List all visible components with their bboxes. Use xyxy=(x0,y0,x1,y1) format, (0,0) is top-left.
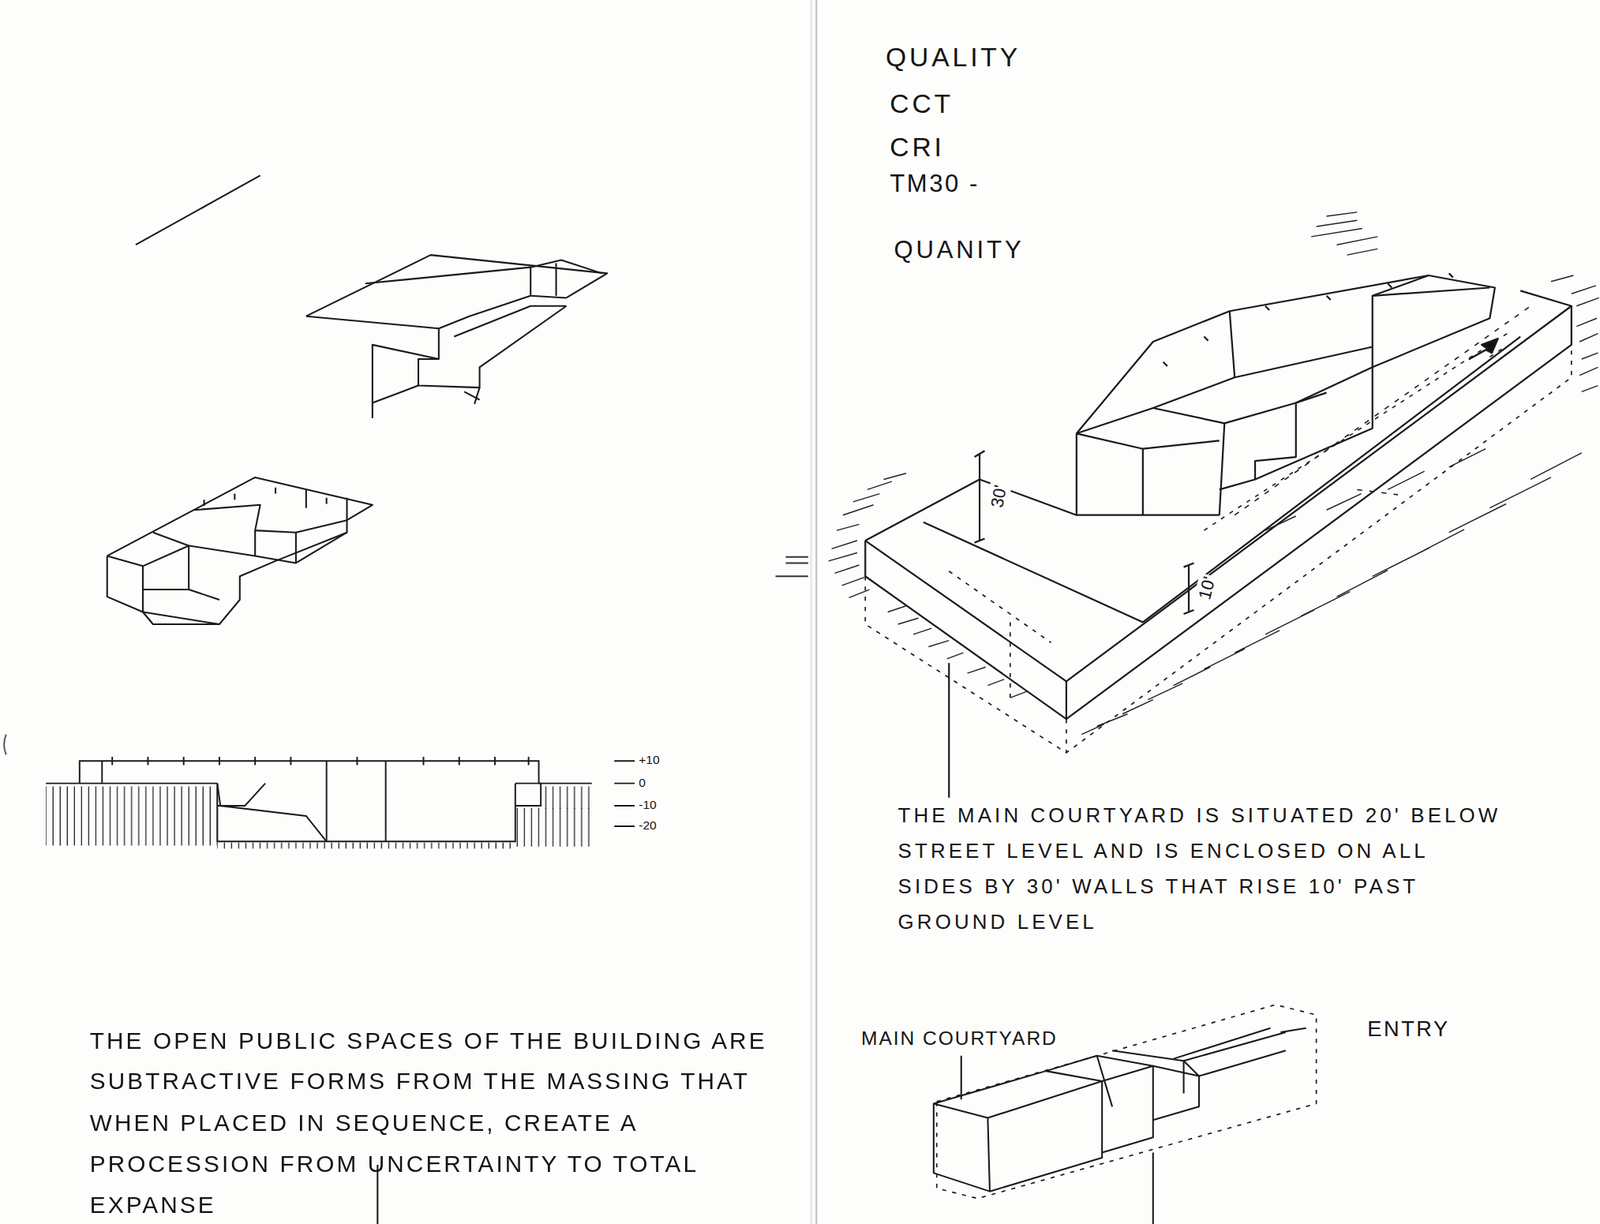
courtyard-axonometric-stroke xyxy=(1076,275,1429,434)
courtyard-axonometric-stroke xyxy=(948,663,950,799)
ground-hatching-stroke xyxy=(1311,212,1378,255)
massing-sketch-middle-stroke xyxy=(107,477,373,557)
courtyard-axonometric-stroke xyxy=(1469,338,1499,360)
level-label: -10 xyxy=(638,798,656,814)
courtyard-axonometric-stroke xyxy=(1065,681,1068,720)
ground-hatching-stroke xyxy=(888,606,1027,698)
massing-sketch-top-stroke xyxy=(306,306,567,388)
massing-sketch-middle-stroke xyxy=(107,555,143,612)
courtyard-diagram-small-stroke xyxy=(1045,1056,1154,1154)
note-word: QUALITY xyxy=(885,41,1021,75)
dimension-label: 30' xyxy=(985,481,1012,512)
courtyard-axonometric-stroke xyxy=(1163,273,1454,367)
ground-hatching-stroke xyxy=(1551,275,1600,392)
courtyard-axonometric-stroke xyxy=(974,450,986,543)
ground-hatching-stroke xyxy=(1081,453,1582,735)
note-word: TM30 - xyxy=(889,168,980,199)
site-section-stroke xyxy=(217,783,515,843)
description-note: THE OPEN PUBLIC SPACES OF THE BUILDING A… xyxy=(89,1020,805,1224)
courtyard-axonometric-stroke xyxy=(1203,331,1511,531)
site-section-stroke xyxy=(540,786,593,810)
site-section-stroke xyxy=(614,760,635,827)
site-section-stroke xyxy=(326,760,386,842)
massing-sketch-top xyxy=(135,175,608,419)
notebook-gutter-stroke xyxy=(815,0,817,1224)
callout-label: MAIN COURTYARD xyxy=(858,1026,1060,1051)
massing-sketch-top-stroke xyxy=(464,387,480,405)
courtyard-diagram-small-stroke xyxy=(1097,1056,1154,1108)
ground-hatching-stroke xyxy=(1265,449,1486,531)
courtyard-diagram-small-stroke xyxy=(933,1071,1102,1192)
courtyard-axonometric-stroke xyxy=(1234,306,1531,516)
level-label: -20 xyxy=(638,818,656,834)
level-label: +10 xyxy=(638,753,660,769)
massing-sketch-middle-stroke xyxy=(295,532,297,564)
site-section-stroke xyxy=(217,783,326,843)
massing-sketch-top-stroke xyxy=(365,267,567,299)
site-section xyxy=(45,756,635,849)
courtyard-diagram-small-stroke xyxy=(961,1028,1307,1224)
massing-sketch-middle-stroke xyxy=(107,498,348,625)
site-section-stroke xyxy=(112,756,529,765)
massing-sketch-middle-stroke xyxy=(254,532,347,564)
massing-sketch-middle-stroke xyxy=(142,589,220,600)
massing-sketch-top-stroke xyxy=(555,262,558,296)
site-section-stroke xyxy=(515,783,541,806)
courtyard-diagram-small-stroke xyxy=(1173,1028,1286,1077)
massing-sketch-top-stroke xyxy=(306,254,608,317)
courtyard-axonometric-stroke xyxy=(1219,403,1297,491)
massing-sketch-top-stroke xyxy=(530,260,602,274)
site-section-stroke xyxy=(45,786,218,847)
courtyard-axonometric-stroke xyxy=(1142,449,1144,516)
courtyard-axonometric-stroke xyxy=(865,306,1572,720)
ground-hatching-stroke xyxy=(828,473,907,599)
massing-sketch-middle-stroke xyxy=(187,545,190,590)
notebook-gutter-stroke xyxy=(3,734,7,756)
notebook-gutter-stroke xyxy=(775,557,808,578)
ground-hatching xyxy=(828,212,1600,735)
massing-sketch-top-stroke xyxy=(453,306,566,338)
courtyard-diagram-small-stroke xyxy=(933,1081,1102,1192)
courtyard-axonometric-stroke xyxy=(865,344,1572,754)
note-word: QUANITY xyxy=(893,234,1024,266)
massing-sketch-middle-stroke xyxy=(153,532,189,547)
courtyard-axonometric-stroke xyxy=(1255,367,1373,480)
massing-sketch-top-stroke xyxy=(372,385,419,404)
site-section-stroke xyxy=(217,843,515,850)
courtyard-axonometric-stroke xyxy=(1296,287,1491,403)
massing-sketch-middle-stroke xyxy=(142,489,307,625)
description-note: THE MAIN COURTYARD IS SITUATED 20' BELOW… xyxy=(898,798,1511,941)
massing-sketch-top-stroke xyxy=(135,175,261,245)
courtyard-axonometric-stroke xyxy=(979,479,1220,515)
level-label: 0 xyxy=(638,775,646,791)
notebook-gutter-stroke xyxy=(810,0,813,1224)
courtyard-axonometric-stroke xyxy=(1076,408,1225,516)
site-section-stroke xyxy=(217,783,266,806)
courtyard-diagram-small-stroke xyxy=(1153,1060,1200,1094)
note-word: CRI xyxy=(889,130,945,164)
massing-sketch-middle xyxy=(107,477,373,625)
courtyard-axonometric-stroke xyxy=(865,479,980,541)
courtyard-axonometric-stroke xyxy=(865,290,1572,682)
courtyard-axonometric xyxy=(865,273,1572,798)
massing-sketch-middle-stroke xyxy=(204,487,327,506)
callout-label: ENTRY xyxy=(1367,1015,1450,1043)
dimension-label: 10' xyxy=(1193,572,1222,604)
massing-sketch-top-stroke xyxy=(372,344,439,419)
site-section-stroke xyxy=(515,808,593,847)
courtyard-axonometric-stroke xyxy=(923,337,1521,623)
note-word: CCT xyxy=(889,87,954,121)
massing-sketch-middle-stroke xyxy=(194,505,348,533)
courtyard-axonometric-stroke xyxy=(1184,562,1195,615)
massing-sketch-middle-stroke xyxy=(142,530,255,566)
